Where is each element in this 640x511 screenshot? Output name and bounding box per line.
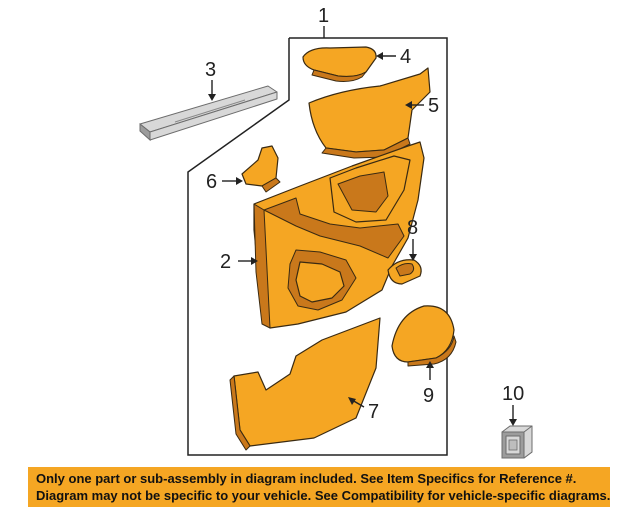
callout-8-arrowhead: [409, 254, 417, 261]
callout-10-arrowhead: [509, 419, 517, 426]
part-3-sill-plate[interactable]: [139, 85, 278, 142]
callout-3: 3: [205, 59, 216, 81]
part-4-armrest-pad[interactable]: [302, 46, 377, 82]
disclaimer-line-2: Diagram may not be specific to your vehi…: [36, 488, 611, 503]
callout-6: 6: [206, 171, 217, 193]
part-7-lower-trim[interactable]: [229, 317, 381, 451]
assembly-frame: [187, 37, 448, 456]
callout-4-arrowhead: [376, 52, 383, 60]
callout-5-arrowhead: [405, 101, 412, 109]
callout-9: 9: [423, 385, 434, 407]
callout-8: 8: [407, 217, 418, 239]
part-8-handle-bezel[interactable]: [387, 259, 422, 285]
disclaimer-line-1: Only one part or sub-assembly in diagram…: [36, 471, 577, 486]
callout-3-arrowhead: [208, 94, 216, 101]
callout-2: 2: [220, 251, 231, 273]
callout-7-arrowhead: [348, 397, 356, 405]
disclaimer-banner: Only one part or sub-assembly in diagram…: [28, 467, 610, 507]
callout-4: 4: [400, 46, 411, 68]
callout-1: 1: [318, 5, 329, 27]
callout-6-arrowhead: [236, 177, 243, 185]
part-10-window-switch[interactable]: [501, 425, 533, 459]
callout-7: 7: [368, 401, 379, 423]
callout-9-arrowhead: [426, 361, 434, 368]
part-6-bracket[interactable]: [241, 145, 281, 193]
callout-5: 5: [428, 95, 439, 117]
part-9-speaker-grille[interactable]: [391, 305, 457, 367]
callout-2-arrowhead: [251, 257, 258, 265]
callout-10: 10: [502, 383, 524, 405]
part-2-door-trim-panel[interactable]: [253, 141, 425, 329]
